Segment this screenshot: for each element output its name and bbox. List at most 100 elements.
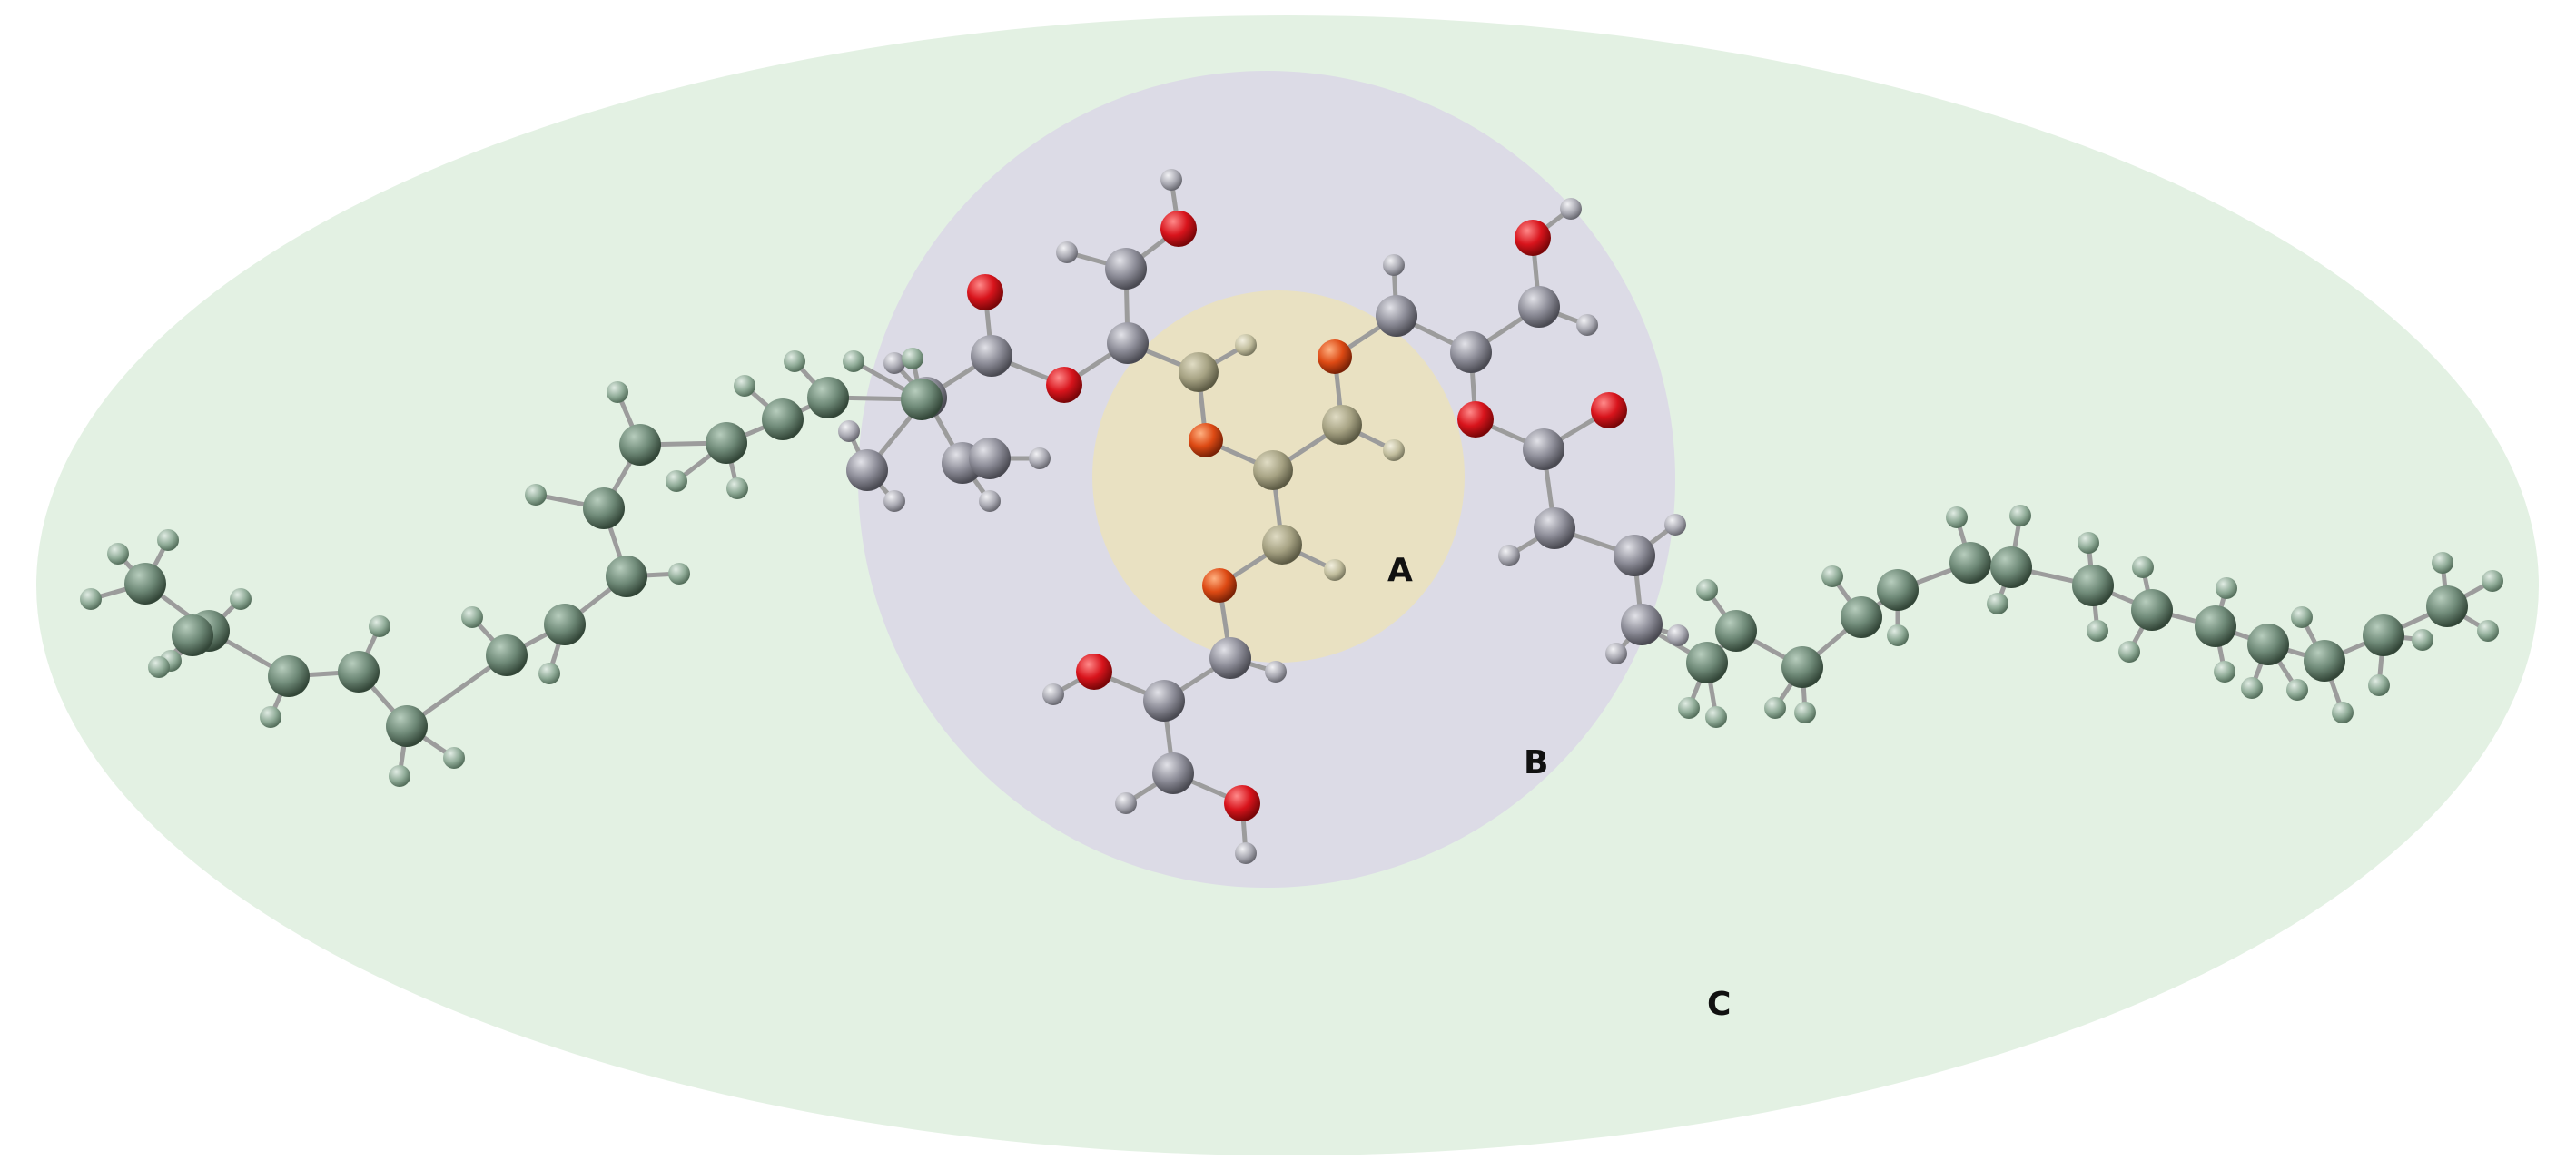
- hydrogen-atom: [2132, 556, 2154, 578]
- hydrogen-atom: [1235, 842, 1257, 864]
- hydrogen-atom: [2412, 629, 2433, 651]
- hydrogen-atom: [1115, 792, 1137, 814]
- carbon-atom: [268, 655, 310, 697]
- hydrogen-atom: [1324, 559, 1346, 581]
- carbon-atom: [1143, 680, 1185, 722]
- hydrogen-atom: [369, 615, 390, 637]
- oxygen-atom: [1591, 392, 1627, 428]
- hydrogen-atom: [1056, 241, 1078, 263]
- hydrogen-atom: [883, 352, 905, 374]
- hydrogen-atom: [1705, 706, 1727, 728]
- hydrogen-atom: [1576, 314, 1598, 336]
- hydrogen-atom: [443, 747, 465, 769]
- hydrogen-atom: [1160, 169, 1182, 191]
- carbon-atom: [1262, 525, 1302, 565]
- carbon-atom: [1152, 752, 1194, 794]
- carbon-atom: [619, 424, 661, 466]
- oxygen-atom: [967, 274, 1003, 310]
- hydrogen-atom: [1946, 506, 1968, 528]
- hydrogen-atom: [2432, 552, 2453, 574]
- region-label-c: C: [1707, 986, 1731, 1023]
- hydrogen-atom: [734, 375, 755, 397]
- oxygen-atom: [1189, 423, 1223, 457]
- carbon-atom: [1253, 450, 1293, 490]
- carbon-atom: [971, 335, 1012, 377]
- hydrogen-atom: [1764, 697, 1786, 719]
- carbon-atom: [1686, 642, 1728, 683]
- carbon-atom: [1990, 546, 2032, 588]
- carbon-atom: [2426, 585, 2468, 627]
- hydrogen-atom: [461, 606, 483, 628]
- hydrogen-atom: [1029, 447, 1051, 469]
- carbon-atom: [1781, 646, 1823, 688]
- carbon-atom: [1715, 610, 1757, 652]
- hydrogen-atom: [666, 470, 687, 492]
- carbon-atom: [1376, 295, 1417, 337]
- hydrogen-atom: [1821, 565, 1843, 587]
- carbon-atom: [807, 377, 849, 418]
- carbon-atom: [1949, 542, 1991, 584]
- hydrogen-atom: [843, 350, 864, 372]
- hydrogen-atom: [2009, 505, 2031, 526]
- carbon-atom: [2363, 614, 2404, 656]
- hydrogen-atom: [1605, 643, 1627, 664]
- hydrogen-atom: [1498, 545, 1520, 566]
- carbon-atom: [2072, 565, 2114, 606]
- carbon-atom: [338, 651, 380, 693]
- hydrogen-atom: [2291, 606, 2313, 628]
- oxygen-atom: [1318, 339, 1352, 374]
- hydrogen-atom: [1383, 254, 1405, 276]
- carbon-atom: [846, 449, 888, 491]
- hydrogen-atom: [2118, 641, 2140, 663]
- hydrogen-atom: [1696, 579, 1718, 601]
- hydrogen-atom: [979, 490, 1001, 512]
- hydrogen-atom: [2368, 674, 2390, 696]
- hydrogen-atom: [1794, 702, 1816, 723]
- hydrogen-atom: [1560, 198, 1582, 220]
- carbon-atom: [2304, 640, 2345, 682]
- hydrogen-atom: [1678, 697, 1700, 719]
- molecule-atoms: [80, 169, 2503, 864]
- hydrogen-atom: [538, 663, 560, 684]
- hydrogen-atom: [1887, 624, 1909, 646]
- carbon-atom: [969, 438, 1011, 479]
- hydrogen-atom: [2078, 532, 2099, 554]
- carbon-atom: [762, 398, 804, 440]
- carbon-atom: [386, 705, 428, 747]
- hydrogen-atom: [1664, 514, 1686, 536]
- hydrogen-atom: [107, 543, 129, 565]
- carbon-atom: [1322, 405, 1362, 445]
- carbon-atom: [1534, 507, 1575, 549]
- hydrogen-atom: [80, 588, 102, 610]
- hydrogen-atom: [1042, 683, 1064, 705]
- carbon-atom: [172, 614, 213, 656]
- carbon-atom: [1877, 569, 1919, 611]
- carbon-atom: [2195, 605, 2236, 647]
- hydrogen-atom: [230, 588, 252, 610]
- hydrogen-atom: [389, 765, 410, 787]
- hydrogen-atom: [1265, 661, 1287, 683]
- carbon-atom: [2131, 589, 2173, 631]
- hydrogen-atom: [2216, 577, 2237, 599]
- hydrogen-atom: [525, 484, 547, 506]
- carbon-atom: [1107, 322, 1149, 364]
- carbon-atom: [1621, 604, 1663, 645]
- hydrogen-atom: [1235, 334, 1257, 356]
- region-label-a: A: [1387, 552, 1413, 589]
- carbon-atom: [901, 379, 943, 420]
- hydrogen-atom: [902, 348, 923, 369]
- hydrogen-atom: [148, 656, 170, 678]
- region-label-b: B: [1524, 744, 1548, 782]
- carbon-atom: [1841, 596, 1882, 638]
- hydrogen-atom: [784, 350, 805, 372]
- carbon-atom: [2247, 624, 2289, 665]
- oxygen-atom: [1202, 568, 1237, 603]
- hydrogen-atom: [883, 490, 905, 512]
- hydrogen-atom: [1383, 439, 1405, 461]
- hydrogen-atom: [2087, 620, 2108, 642]
- carbon-atom: [706, 422, 747, 464]
- carbon-atom: [1518, 286, 1560, 328]
- hydrogen-atom: [2286, 679, 2308, 701]
- carbon-atom: [1179, 352, 1219, 392]
